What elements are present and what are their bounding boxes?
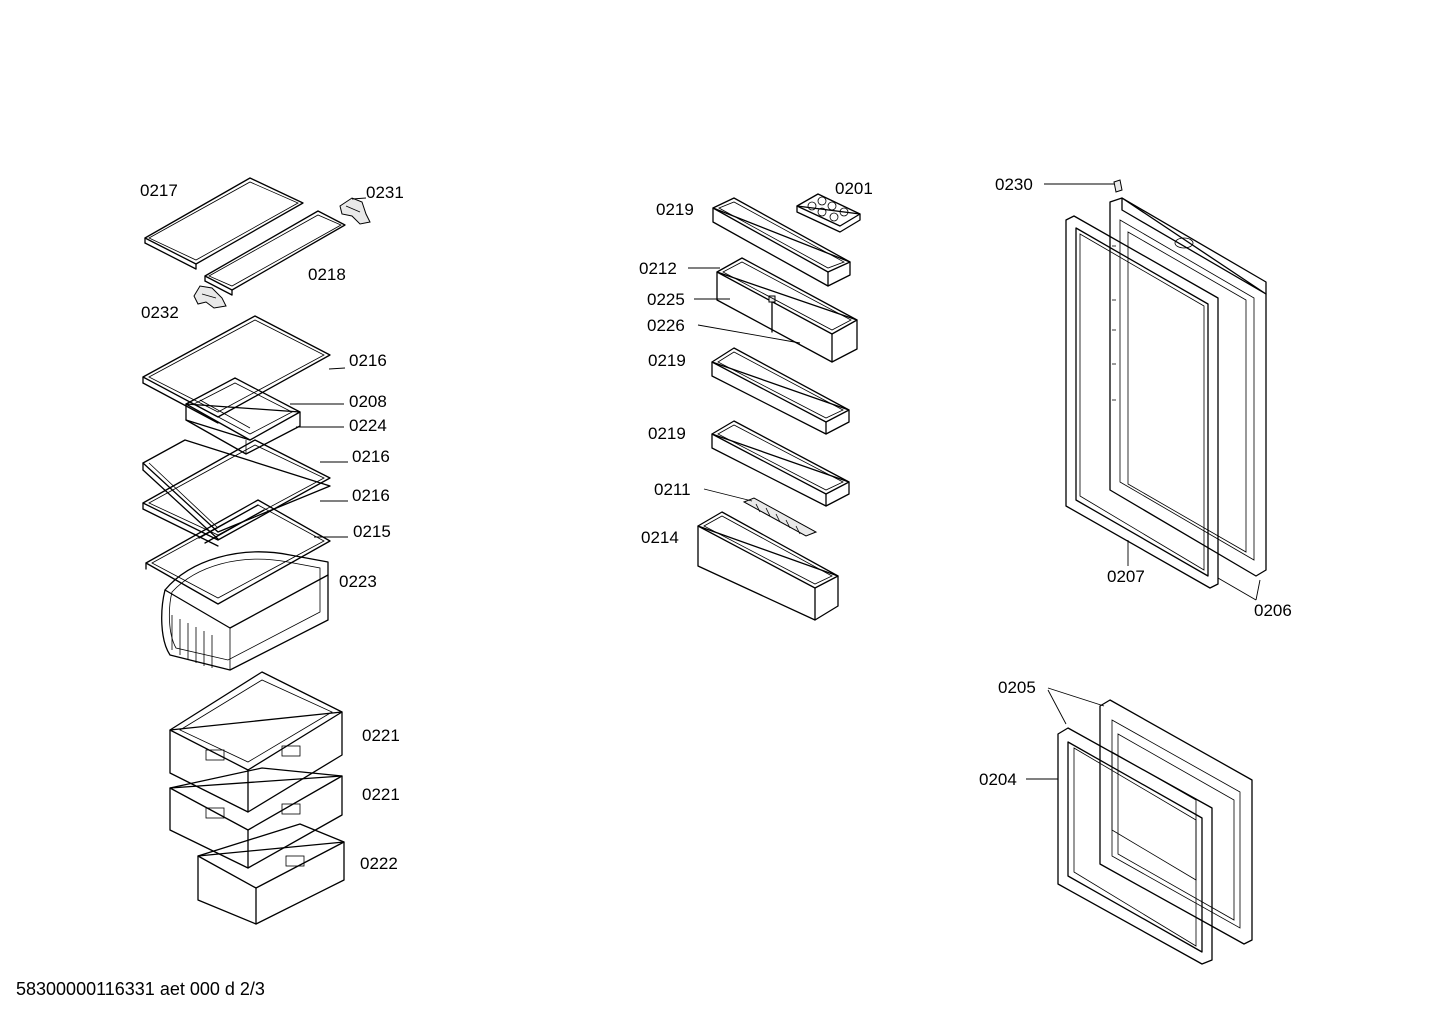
- label-0221: 0221: [362, 785, 400, 804]
- part-0219-door-bin-2: [711, 347, 850, 435]
- part-0212-door-bin: [716, 257, 858, 363]
- label-0208: 0208: [349, 392, 387, 411]
- label-0216: 0216: [349, 351, 387, 370]
- label-0225: 0225: [647, 290, 685, 309]
- part-0216-shelf-3: [142, 439, 331, 547]
- part-0218-shelf: [204, 210, 346, 296]
- label-0231: 0231: [366, 183, 404, 202]
- part-0207-fridge-gasket: [1065, 215, 1219, 589]
- label-0232: 0232: [141, 303, 179, 322]
- document-code: 58300000116331 aet 000 d 2/3: [16, 979, 265, 999]
- label-0216: 0216: [352, 447, 390, 466]
- part-0223-crisper: [161, 551, 329, 671]
- part-0206-fridge-door: [1109, 197, 1267, 577]
- part-0222-drawer: [197, 823, 345, 925]
- label-0223: 0223: [339, 572, 377, 591]
- label-0204: 0204: [979, 770, 1017, 789]
- part-0216-shelf-2: [142, 439, 331, 540]
- part-0221-drawer-1: [169, 671, 343, 813]
- part-0211-bottle-clip: [742, 497, 818, 537]
- part-0230-hinge-cap: [1113, 179, 1123, 193]
- label-0201: 0201: [835, 179, 873, 198]
- leader-lines: [290, 183, 1261, 780]
- label-0212: 0212: [639, 259, 677, 278]
- label-0207: 0207: [1107, 567, 1145, 586]
- label-0216: 0216: [352, 486, 390, 505]
- label-0219: 0219: [648, 424, 686, 443]
- part-0215-shelf: [145, 499, 331, 605]
- label-0221: 0221: [362, 726, 400, 745]
- label-0226: 0226: [647, 316, 685, 335]
- part-0219-door-bin-3: [711, 420, 850, 507]
- label-0217: 0217: [140, 181, 178, 200]
- part-labels: 0217 0231 0218 0232 0216 0208 0224 0216 …: [140, 175, 1292, 873]
- part-0214-bottle-bin: [697, 511, 839, 621]
- part-0219-door-bin-1: [712, 197, 851, 287]
- part-0204-freezer-gasket: [1057, 727, 1213, 965]
- label-0218: 0218: [308, 265, 346, 284]
- label-0206: 0206: [1254, 601, 1292, 620]
- label-0214: 0214: [641, 528, 679, 547]
- label-0205: 0205: [998, 678, 1036, 697]
- label-0215: 0215: [353, 522, 391, 541]
- label-0224: 0224: [349, 416, 387, 435]
- part-0216-shelf-1: [142, 315, 331, 424]
- label-0222: 0222: [360, 854, 398, 873]
- label-0211: 0211: [654, 480, 691, 499]
- part-0232-bracket: [193, 285, 227, 309]
- label-0219: 0219: [648, 351, 686, 370]
- part-0231-bracket: [339, 197, 371, 225]
- label-0219: 0219: [656, 200, 694, 219]
- part-0201-egg-tray: [796, 193, 861, 233]
- label-0230: 0230: [995, 175, 1033, 194]
- part-0217-shelf: [144, 177, 304, 270]
- part-0208-0224-box: [185, 377, 301, 455]
- part-0221-drawer-2: [169, 767, 343, 869]
